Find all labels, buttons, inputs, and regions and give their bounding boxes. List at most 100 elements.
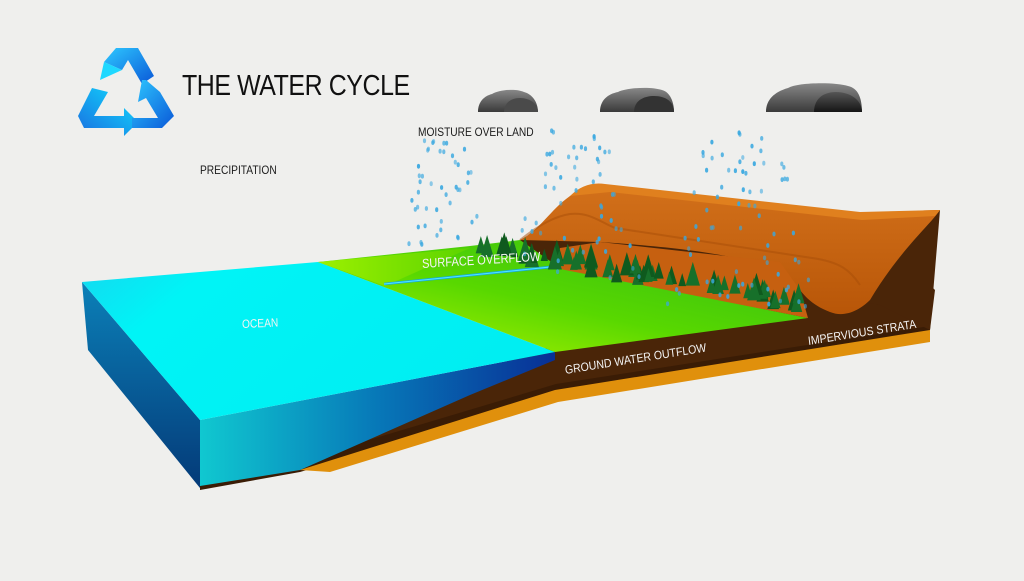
rain-drop bbox=[422, 138, 427, 144]
rain-drop bbox=[614, 226, 618, 232]
rain-drop bbox=[753, 203, 757, 209]
rain-drop bbox=[711, 278, 715, 284]
rain-drop bbox=[462, 146, 467, 152]
rain-drop bbox=[737, 283, 741, 288]
rain-drop bbox=[530, 229, 534, 234]
rain-drop bbox=[603, 149, 607, 155]
rain-drop bbox=[444, 192, 448, 198]
rain-drop bbox=[752, 161, 756, 167]
rain-drop bbox=[619, 227, 623, 233]
rain-drop bbox=[687, 246, 691, 252]
rain-drop bbox=[765, 260, 769, 265]
rain-drop bbox=[726, 294, 730, 299]
tree-icon bbox=[644, 267, 653, 282]
rain-drop bbox=[466, 170, 470, 176]
rain-drop bbox=[435, 233, 439, 238]
rain-drop bbox=[734, 269, 739, 274]
rain-drop bbox=[573, 164, 577, 170]
rain-drop bbox=[608, 275, 612, 281]
tree-icon bbox=[611, 263, 623, 283]
rain-drop bbox=[450, 153, 455, 159]
rain-drop bbox=[416, 224, 420, 230]
tree-icon bbox=[619, 252, 634, 276]
rain-drop bbox=[738, 159, 742, 165]
rain-drop bbox=[677, 291, 681, 296]
rain-drop bbox=[748, 189, 752, 195]
rain-drop bbox=[727, 167, 731, 173]
rain-drop bbox=[550, 128, 554, 134]
rain-drop bbox=[720, 184, 724, 190]
rain-drop bbox=[766, 243, 770, 248]
rain-drop bbox=[550, 149, 555, 155]
rain-drop bbox=[416, 204, 420, 210]
tree-icon bbox=[604, 254, 615, 271]
rain-drop bbox=[418, 179, 422, 185]
land-surface bbox=[318, 240, 808, 352]
rain-drop bbox=[572, 144, 576, 150]
rain-drop bbox=[559, 175, 563, 180]
rain-drop bbox=[543, 171, 548, 177]
rain-drop bbox=[785, 176, 790, 182]
rain-drop bbox=[806, 277, 811, 283]
rain-drop bbox=[747, 203, 751, 208]
rain-drop bbox=[705, 279, 709, 285]
rain-drop bbox=[776, 271, 780, 277]
rain-drop bbox=[744, 170, 748, 176]
rain-drop bbox=[692, 190, 696, 196]
rain-drop bbox=[429, 181, 433, 187]
rain-drop bbox=[762, 160, 766, 166]
tree-icon bbox=[574, 244, 587, 265]
rain-drop bbox=[523, 216, 527, 222]
recycle-arrows-icon bbox=[78, 48, 174, 136]
rain-drop bbox=[797, 299, 801, 305]
label-ocean: OCEAN bbox=[241, 315, 279, 331]
rain-drop bbox=[539, 230, 543, 236]
rain-drops bbox=[407, 128, 811, 309]
rain-drop bbox=[543, 184, 548, 190]
rain-drop bbox=[439, 219, 443, 224]
rain-drop bbox=[424, 206, 428, 211]
rain-drop bbox=[710, 139, 714, 145]
rain-drop bbox=[718, 292, 722, 298]
label-moisture-over-land: MOISTURE OVER LAND bbox=[418, 125, 534, 139]
rain-drop bbox=[767, 301, 771, 307]
rain-drop bbox=[599, 213, 604, 219]
rain-drop bbox=[793, 257, 797, 263]
rain-drop bbox=[757, 213, 761, 219]
cloud-icon bbox=[600, 87, 674, 112]
rain-drop bbox=[426, 147, 430, 153]
tree-icon bbox=[547, 246, 562, 270]
rain-drop bbox=[440, 185, 444, 190]
rain-drop bbox=[581, 249, 585, 255]
rain-drop bbox=[609, 218, 613, 223]
rain-drop bbox=[556, 269, 560, 275]
rain-drop bbox=[534, 220, 538, 226]
rain-drop bbox=[575, 176, 579, 182]
tree-icon bbox=[719, 275, 729, 291]
rain-drop bbox=[778, 298, 783, 304]
rain-drop bbox=[410, 198, 414, 203]
rain-drop bbox=[791, 230, 796, 236]
rain-drop bbox=[631, 266, 635, 271]
rain-drop bbox=[567, 154, 571, 160]
label-precipitation: PRECIPITATION bbox=[200, 163, 277, 177]
rain-drop bbox=[696, 237, 701, 242]
tree-icon bbox=[729, 274, 741, 294]
rain-drop bbox=[423, 223, 427, 229]
rain-drop bbox=[688, 252, 693, 257]
rain-drop bbox=[475, 213, 479, 219]
rain-drop bbox=[737, 201, 741, 207]
rain-drop bbox=[445, 140, 449, 146]
rain-drop bbox=[705, 207, 709, 213]
rain-drop bbox=[683, 235, 687, 241]
rain-drop bbox=[466, 180, 470, 185]
rain-drop bbox=[739, 225, 743, 231]
rain-drop bbox=[797, 259, 801, 265]
rain-drop bbox=[741, 169, 745, 175]
rain-drop bbox=[705, 167, 709, 173]
rain-drop bbox=[637, 274, 641, 279]
rain-drop bbox=[442, 140, 446, 146]
rain-drop bbox=[442, 149, 446, 155]
rain-drop bbox=[598, 172, 602, 177]
